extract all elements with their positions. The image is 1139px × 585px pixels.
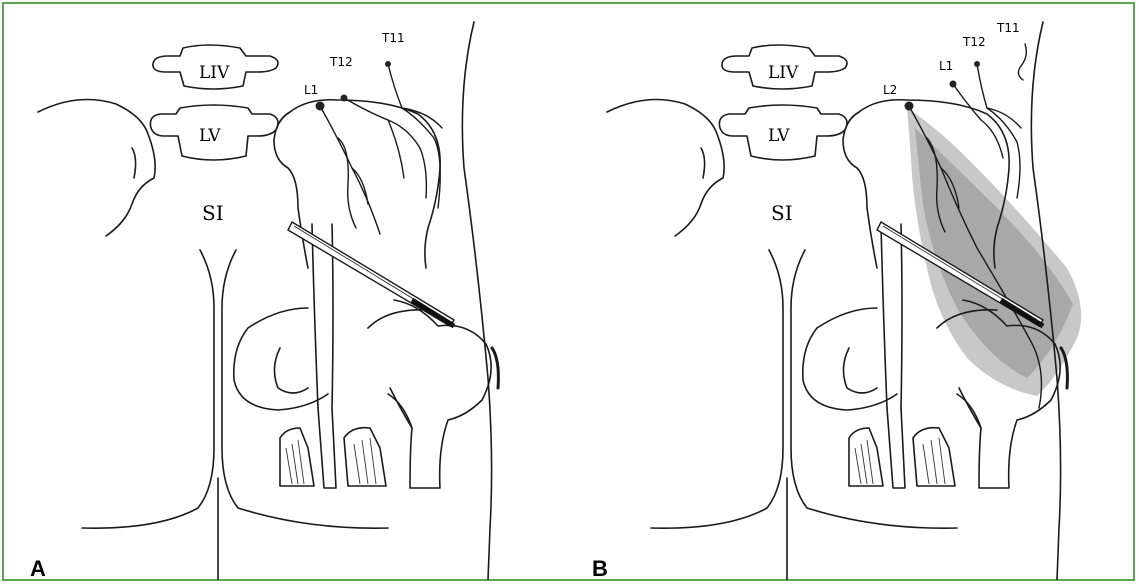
t12-dot-b [974,61,980,67]
t11-dot-a [385,61,391,67]
nerve-label-t11-a: T11 [381,31,405,45]
label-l5-b: LV [768,126,790,146]
l1-dot-b [950,81,957,88]
nerve-label-l1-b: L1 [939,59,953,73]
label-s1-a: SI [202,201,224,225]
nerve-label-t12-b: T12 [962,35,986,49]
nerve-l1-a [320,106,380,234]
nerve-t11-b [1018,44,1026,80]
nerve-label-t12-a: T12 [329,55,353,69]
panel-letter-b: B [592,556,608,582]
label-l4-a: LIV [199,63,230,83]
nerve-label-t11-b: T11 [996,21,1020,35]
panel-letter-a: A [30,556,46,582]
panel-a: LIV LV SI L1 T12 T11 [8,8,568,580]
panel-b: LIV LV SI L2 L1 T12 T11 [577,8,1137,580]
nerve-label-l1-a: L1 [304,83,318,97]
pelvis-diagram-b: LIV LV SI L2 L1 T12 T11 [577,8,1137,580]
label-l5-a: LV [199,126,221,146]
l1-dot-a [316,102,325,111]
nerve-label-l2-b: L2 [883,83,897,97]
label-s1-b: SI [771,201,793,225]
l2-dot-b [905,102,914,111]
pelvis-diagram-a: LIV LV SI L1 T12 T11 [8,8,568,580]
t12-dot-a [341,95,348,102]
label-l4-b: LIV [768,63,799,83]
nerve-t11-a [388,64,440,208]
